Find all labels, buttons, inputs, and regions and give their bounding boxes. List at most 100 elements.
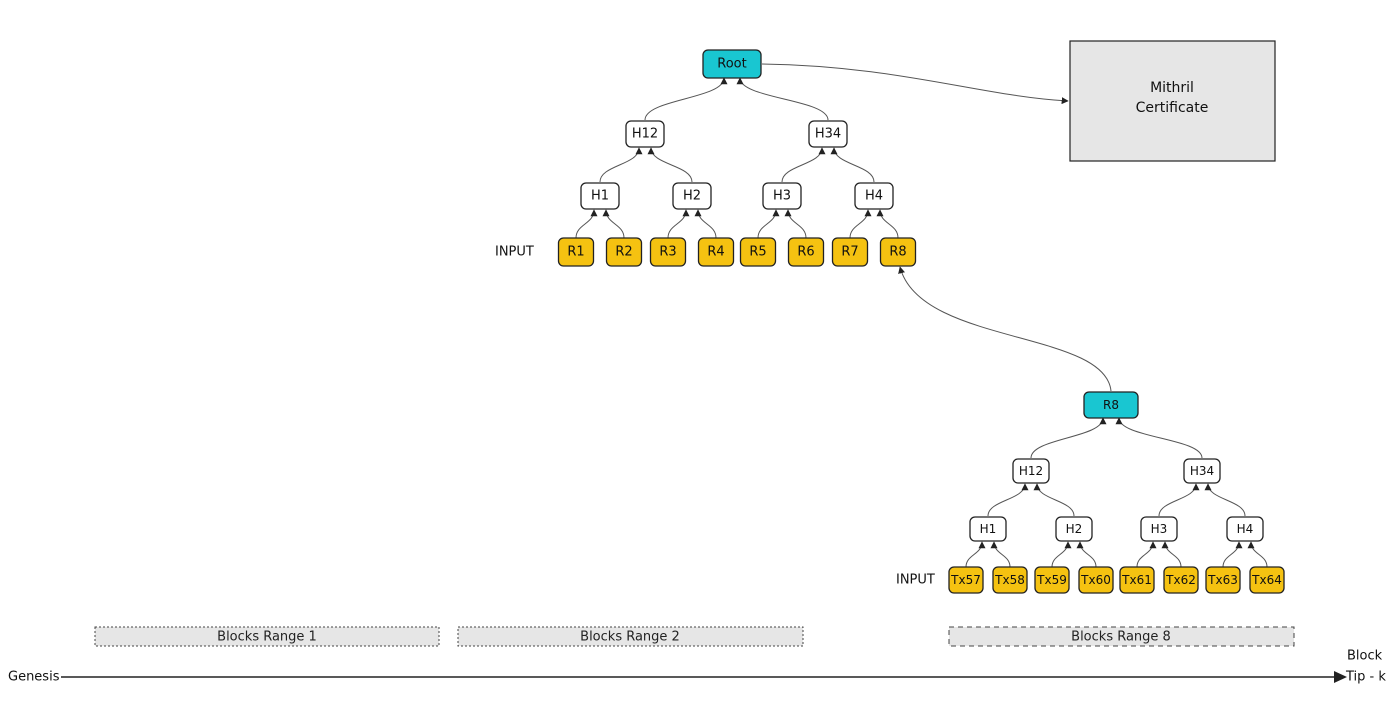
timeline-end-label-line2: Tip - k <box>1345 670 1386 685</box>
bottom-l1-node-1-box <box>1012 458 1050 484</box>
bottom-edge-leaf-2 <box>990 541 1011 568</box>
bottom-l1-node-1: H12 <box>1012 458 1050 484</box>
top-l2-node-1-label: H1 <box>591 189 609 204</box>
bottom-l2-node-3-label: H3 <box>1151 522 1168 536</box>
bottom-input-node-3-box <box>1034 566 1070 594</box>
certificate-line2: Certificate <box>1136 100 1209 116</box>
bottom-input-node-2: Tx58 <box>992 566 1028 594</box>
top-input-node-4-label: R4 <box>707 245 724 260</box>
bottom-input-node-6: Tx62 <box>1163 566 1199 594</box>
bottom-input-node-7-label: Tx63 <box>1207 573 1238 587</box>
root-to-certificate-edge <box>761 63 1069 105</box>
top-input-node-7-box <box>831 237 869 267</box>
bottom-input-node-8-box <box>1249 566 1285 594</box>
r8-link-edge <box>898 266 1112 392</box>
top-l1-node-2-box <box>808 120 848 148</box>
bottom-input-node-1-box <box>948 566 984 594</box>
blocks-range-2-label: Blocks Range 2 <box>580 630 680 645</box>
top-l2-node-3: H3 <box>762 182 802 210</box>
top-edge-l2-3 <box>781 147 826 183</box>
top-input-node-3-label: R3 <box>659 245 676 260</box>
top-l2-node-1-box <box>580 182 620 210</box>
top-input-node-1-box <box>557 237 595 267</box>
bottom-input-node-1: Tx57 <box>948 566 984 594</box>
top-root-node-label: Root <box>717 57 746 72</box>
bottom-l1-node-2: H34 <box>1183 458 1221 484</box>
bottom-input-node-3-label: Tx59 <box>1036 573 1067 587</box>
top-input-node-6-label: R6 <box>797 245 814 260</box>
bottom-input-node-2-box <box>992 566 1028 594</box>
mithril-certificate: Mithril Certificate <box>1069 40 1276 162</box>
timeline-end-label-line1: Block <box>1347 649 1383 664</box>
timeline-arrowhead <box>1334 671 1347 683</box>
bottom-input-node-4: Tx60 <box>1078 566 1114 594</box>
top-edge-leaf-7 <box>849 209 872 239</box>
bottom-input-node-1-label: Tx57 <box>950 573 981 587</box>
bottom-l1-node-2-box <box>1183 458 1221 484</box>
bottom-edge-l1-1 <box>1030 417 1107 459</box>
top-input-node-1-label: R1 <box>567 245 584 260</box>
top-edge-l2-1 <box>599 147 643 183</box>
bottom-input-label: INPUT <box>896 573 935 588</box>
bottom-edge-leaf-4 <box>1076 541 1097 568</box>
bottom-input-node-7: Tx63 <box>1205 566 1241 594</box>
bottom-edge-leaf-5 <box>1136 541 1157 568</box>
top-input-node-1: R1 <box>557 237 595 267</box>
bottom-input-node-5-label: Tx61 <box>1121 573 1152 587</box>
top-l1-node-1-box <box>625 120 665 148</box>
bottom-edge-leaf-6 <box>1161 541 1182 568</box>
top-input-node-6: R6 <box>787 237 825 267</box>
top-input-node-7-label: R7 <box>841 245 858 260</box>
top-input-node-4: R4 <box>697 237 735 267</box>
top-edge-leaf-4 <box>694 209 717 239</box>
top-l2-node-3-box <box>762 182 802 210</box>
bottom-l2-node-4: H4 <box>1226 516 1264 542</box>
top-input-node-5: R5 <box>739 237 777 267</box>
bottom-edge-leaf-8 <box>1247 541 1268 568</box>
top-edge-leaf-2 <box>602 209 625 239</box>
top-input-node-8-label: R8 <box>889 245 906 260</box>
blocks-range-1-label: Blocks Range 1 <box>217 630 317 645</box>
top-input-node-8: R8 <box>879 237 917 267</box>
bottom-l2-node-1-label: H1 <box>980 522 997 536</box>
bottom-input-node-5: Tx61 <box>1119 566 1155 594</box>
bottom-edge-l2-1 <box>987 483 1029 517</box>
bottom-edge-l2-4 <box>1204 483 1246 517</box>
top-edge-leaf-5 <box>757 209 780 239</box>
bottom-input-node-8-label: Tx64 <box>1251 573 1282 587</box>
top-l2-node-4-label: H4 <box>865 189 883 204</box>
top-edge-l2-4 <box>830 147 875 183</box>
top-l2-node-4-box <box>854 182 894 210</box>
top-edge-l2-2 <box>647 147 693 183</box>
blocks-range-8-label: Blocks Range 8 <box>1071 630 1171 645</box>
top-input-node-8-box <box>879 237 917 267</box>
bottom-l2-node-2-label: H2 <box>1066 522 1083 536</box>
bottom-input-node-7-box <box>1205 566 1241 594</box>
top-l2-node-2: H2 <box>672 182 712 210</box>
top-edge-leaf-3 <box>667 209 690 239</box>
bottom-l2-node-2: H2 <box>1055 516 1093 542</box>
bottom-input-node-4-label: Tx60 <box>1080 573 1111 587</box>
top-l1-node-1: H12 <box>625 120 665 148</box>
blocks-range-2: Blocks Range 2 <box>457 626 804 647</box>
bottom-edge-l1-2 <box>1115 417 1203 459</box>
top-l2-node-3-label: H3 <box>773 189 791 204</box>
top-input-label: INPUT <box>495 245 534 260</box>
top-input-node-6-box <box>787 237 825 267</box>
bottom-edge-leaf-3 <box>1051 541 1072 568</box>
top-root-node: Root <box>702 49 762 79</box>
bottom-input-node-5-box <box>1119 566 1155 594</box>
top-edge-l1-1 <box>644 77 728 121</box>
top-input-node-4-box <box>697 237 735 267</box>
top-l2-node-1: H1 <box>580 182 620 210</box>
top-l2-node-2-label: H2 <box>683 189 701 204</box>
top-edge-l1-2 <box>736 77 829 121</box>
blocks-range-1: Blocks Range 1 <box>94 626 440 647</box>
blocks-range-8: Blocks Range 8 <box>948 626 1295 647</box>
top-edge-leaf-1 <box>575 209 598 239</box>
top-input-node-7: R7 <box>831 237 869 267</box>
top-input-node-5-box <box>739 237 777 267</box>
top-input-node-2-box <box>605 237 643 267</box>
